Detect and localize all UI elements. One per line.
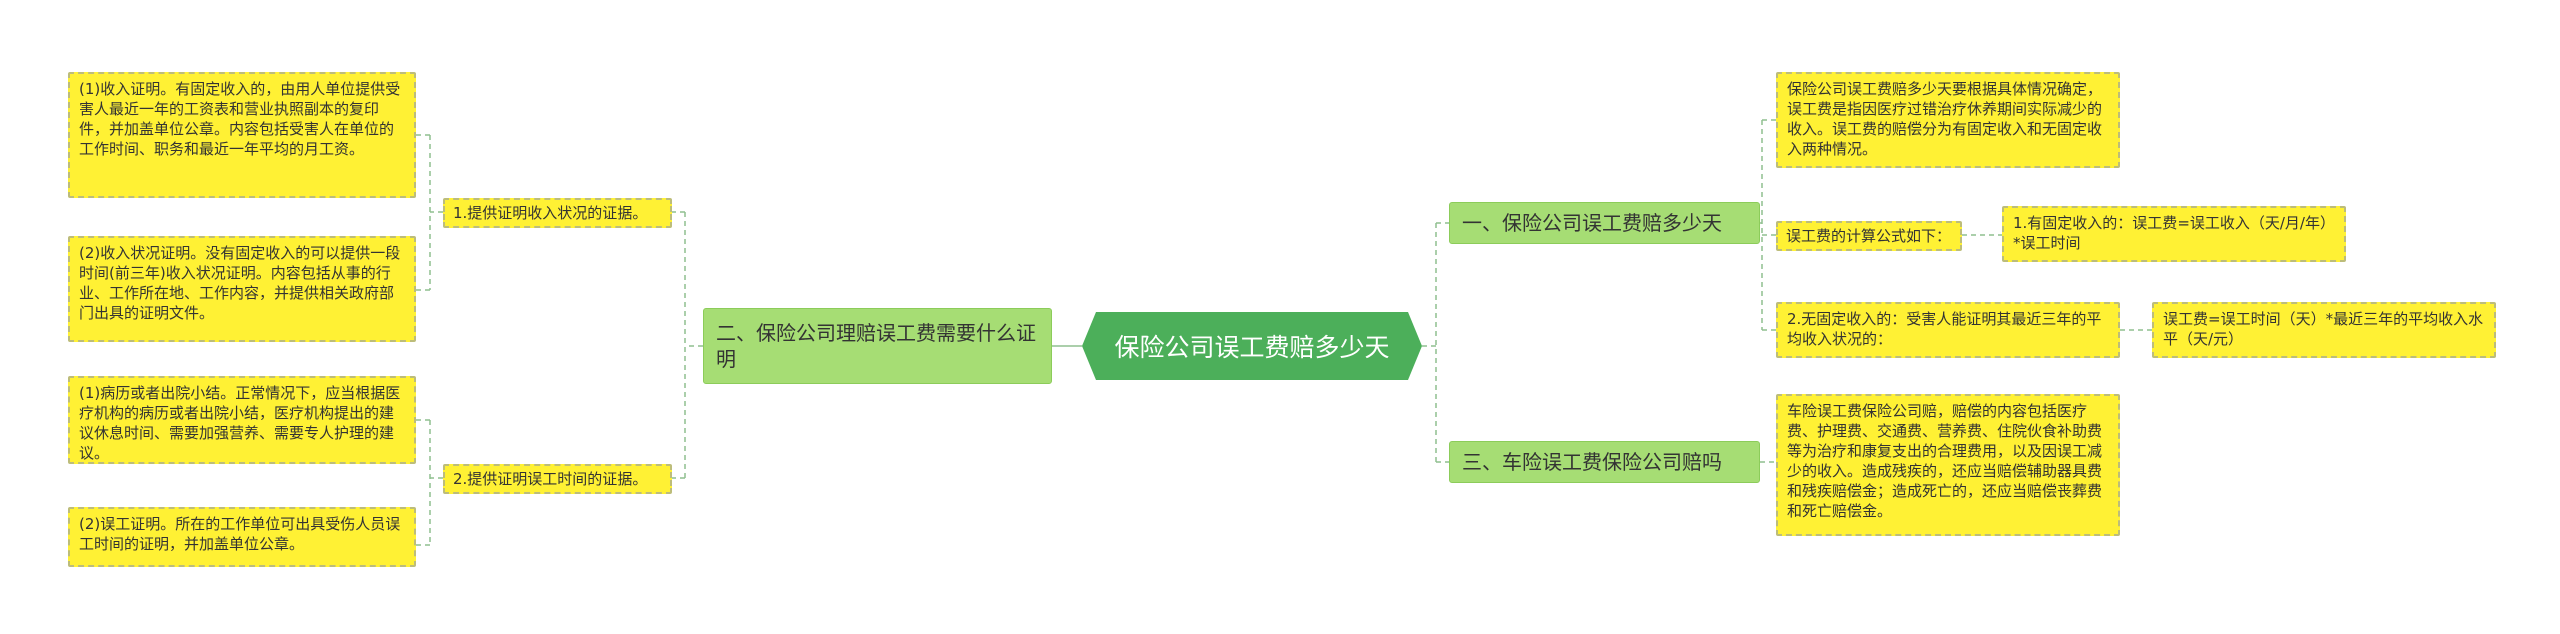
leaf-no-fixed-income-text: 2.无固定收入的：受害人能证明其最近三年的平均收入状况的： xyxy=(1787,310,2102,348)
leaf-lost-work-certificate[interactable]: (2)误工证明。所在的工作单位可出具受伤人员误工时间的证明，并加盖单位公章。 xyxy=(68,507,416,567)
leaf-medical-record-text: (1)病历或者出院小结。正常情况下，应当根据医疗机构的病历或者出院小结，医疗机构… xyxy=(79,384,401,462)
leaf-income-status-text: (2)收入状况证明。没有固定收入的可以提供一段时间(前三年)收入状况证明。内容包… xyxy=(79,244,401,322)
root-topic[interactable]: 保险公司误工费赔多少天 xyxy=(1082,312,1422,380)
leaf-income-certificate-text: (1)收入证明。有固定收入的，由用人单位提供受害人最近一年的工资表和营业执照副本… xyxy=(79,80,401,158)
leaf-formula-label-text: 误工费的计算公式如下： xyxy=(1786,227,1952,245)
sub-topic-lost-time-proof[interactable]: 2.提供证明误工时间的证据。 xyxy=(443,464,672,494)
leaf-income-status[interactable]: (2)收入状况证明。没有固定收入的可以提供一段时间(前三年)收入状况证明。内容包… xyxy=(68,236,416,342)
leaf-medical-record[interactable]: (1)病历或者出院小结。正常情况下，应当根据医疗机构的病历或者出院小结，医疗机构… xyxy=(68,376,416,464)
leaf-days-description-text: 保险公司误工费赔多少天要根据具体情况确定，误工费是指因医疗过错治疗休养期间实际减… xyxy=(1787,80,2103,158)
branch-days-compensated[interactable]: 一、保险公司误工费赔多少天 xyxy=(1449,202,1760,244)
sub-topic-income-proof[interactable]: 1.提供证明收入状况的证据。 xyxy=(443,198,672,228)
leaf-fixed-income-formula-text: 1.有固定收入的：误工费=误工收入（天/月/年）*误工时间 xyxy=(2013,214,2335,252)
branch-car-insurance[interactable]: 三、车险误工费保险公司赔吗 xyxy=(1449,441,1760,483)
sub-topic-lost-time-proof-label: 2.提供证明误工时间的证据。 xyxy=(453,470,648,488)
branch-days-compensated-label: 一、保险公司误工费赔多少天 xyxy=(1462,211,1722,235)
branch-claim-proof[interactable]: 二、保险公司理赔误工费需要什么证明 xyxy=(703,308,1052,384)
leaf-income-certificate[interactable]: (1)收入证明。有固定收入的，由用人单位提供受害人最近一年的工资表和营业执照副本… xyxy=(68,72,416,198)
leaf-lost-work-certificate-text: (2)误工证明。所在的工作单位可出具受伤人员误工时间的证明，并加盖单位公章。 xyxy=(79,515,401,553)
leaf-formula-label[interactable]: 误工费的计算公式如下： xyxy=(1776,221,1962,251)
leaf-no-fixed-income-formula[interactable]: 误工费=误工时间（天）*最近三年的平均收入水平（天/元） xyxy=(2152,302,2496,358)
sub-topic-income-proof-label: 1.提供证明收入状况的证据。 xyxy=(453,204,648,222)
leaf-car-insurance-description-text: 车险误工费保险公司赔，赔偿的内容包括医疗费、护理费、交通费、营养费、住院伙食补助… xyxy=(1787,402,2103,520)
leaf-fixed-income-formula[interactable]: 1.有固定收入的：误工费=误工收入（天/月/年）*误工时间 xyxy=(2002,206,2346,262)
root-topic-label: 保险公司误工费赔多少天 xyxy=(1114,333,1390,362)
leaf-no-fixed-income-formula-text: 误工费=误工时间（天）*最近三年的平均收入水平（天/元） xyxy=(2163,310,2484,348)
leaf-car-insurance-description[interactable]: 车险误工费保险公司赔，赔偿的内容包括医疗费、护理费、交通费、营养费、住院伙食补助… xyxy=(1776,394,2120,536)
leaf-no-fixed-income[interactable]: 2.无固定收入的：受害人能证明其最近三年的平均收入状况的： xyxy=(1776,302,2120,358)
branch-car-insurance-label: 三、车险误工费保险公司赔吗 xyxy=(1462,450,1722,474)
leaf-days-description[interactable]: 保险公司误工费赔多少天要根据具体情况确定，误工费是指因医疗过错治疗休养期间实际减… xyxy=(1776,72,2120,168)
branch-claim-proof-label: 二、保险公司理赔误工费需要什么证明 xyxy=(716,321,1036,371)
